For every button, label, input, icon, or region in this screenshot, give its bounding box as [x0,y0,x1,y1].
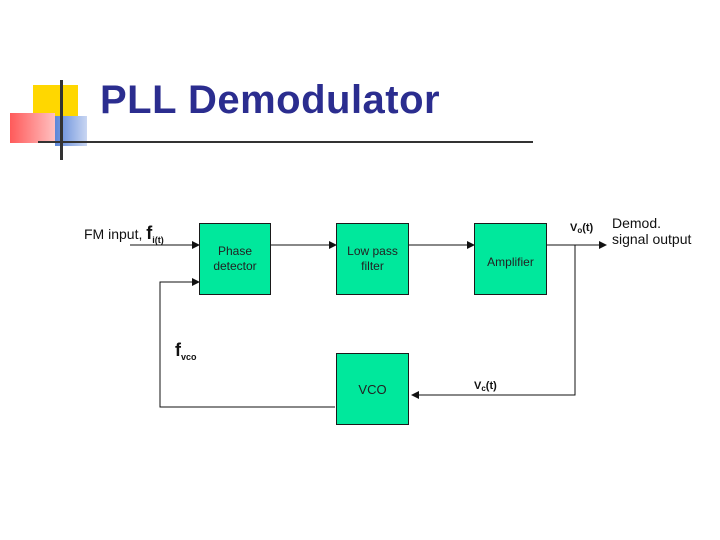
phase-detector-block: Phase detector [199,223,271,295]
vco-to-pd-line [159,278,335,408]
title-underline [38,141,533,143]
amplifier-block: Amplifier [474,223,547,295]
demod-output-line2: signal output [612,231,692,247]
fi-symbol: fi(t) [146,223,164,245]
demod-output-line1: Demod. [612,215,662,231]
vco-block: VCO [336,353,409,425]
demod-output-label: Demod. signal output [612,215,691,247]
title-accent-red [10,113,55,143]
vo-label: Vo(t) [570,222,594,235]
low-pass-filter-block: Low pass filter [336,223,409,295]
vc-label: Vc(t) [474,380,497,393]
feedback-to-vco-line [411,245,576,399]
title-accent-vertical-rule [60,80,63,160]
slide-title: PLL Demodulator [100,78,441,122]
fvco-label: fvco [175,340,197,362]
fm-input-label: FM input, fi(t) [84,223,164,245]
fm-input-prefix: FM input, [84,226,143,242]
